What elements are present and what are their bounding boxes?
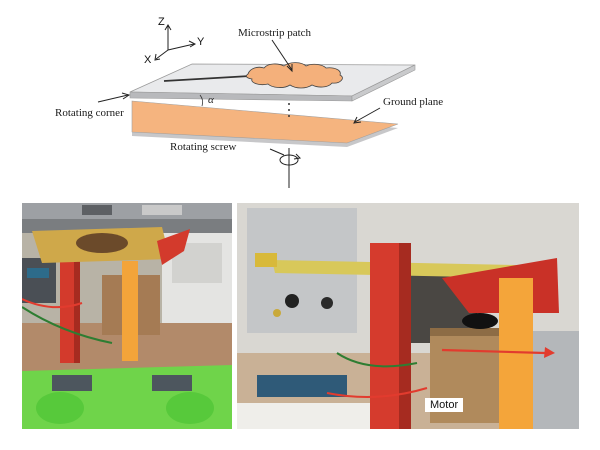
rotating-screw-icon xyxy=(269,148,302,188)
axes-icon xyxy=(154,24,197,61)
ground-leader-line xyxy=(354,107,381,123)
rotating-screw-label: Rotating screw xyxy=(170,141,237,153)
photo-left-svg xyxy=(22,203,232,429)
feed-line-shape xyxy=(163,75,251,82)
axis-z-label: Z xyxy=(158,16,165,28)
axis-y-label: Y xyxy=(197,36,205,48)
alpha-label: α xyxy=(208,94,214,106)
motor-label: Motor xyxy=(425,398,464,412)
ground-plane-label: Ground plane xyxy=(383,96,444,108)
screw-axis-dots xyxy=(288,103,290,117)
alpha-angle-arc xyxy=(199,94,204,107)
microstrip-patch-shape xyxy=(245,62,343,89)
rotating-corner-label: Rotating corner xyxy=(55,107,124,119)
photo-left xyxy=(22,203,232,429)
photo-right-svg xyxy=(237,203,579,429)
antenna-diagram: Z Y X Microstrip patch Ground plane Rota… xyxy=(0,0,600,200)
patch-leader-line xyxy=(271,39,293,71)
corner-leader-line xyxy=(97,94,129,103)
ground-plane-shape xyxy=(131,100,399,147)
axis-x-label: X xyxy=(144,54,152,66)
diagram-svg xyxy=(97,24,416,188)
photo-right: Motor xyxy=(237,203,579,429)
motion-arrow xyxy=(441,348,546,355)
microstrip-patch-label: Microstrip patch xyxy=(238,27,312,39)
